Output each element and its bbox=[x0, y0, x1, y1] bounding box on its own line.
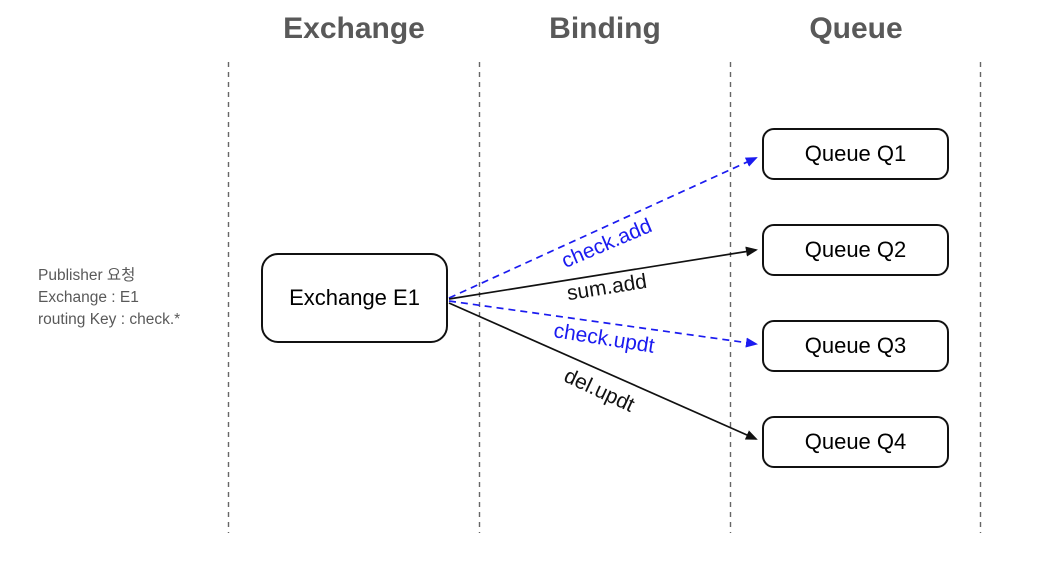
column-header-exchange: Exchange bbox=[283, 12, 425, 45]
exchange-node-label: Exchange E1 bbox=[289, 285, 420, 310]
queue-q1-label: Queue Q1 bbox=[804, 141, 907, 166]
queue-q4-label: Queue Q4 bbox=[804, 429, 907, 454]
queue-node-q1: Queue Q1 bbox=[762, 128, 949, 180]
publisher-note-line-2: Exchange : E1 bbox=[38, 289, 139, 306]
binding-label-check-updt: check.updt bbox=[552, 319, 657, 358]
exchange-node: Exchange E1 bbox=[261, 253, 448, 343]
column-header-binding: Binding bbox=[549, 12, 661, 45]
binding-label-del-updt: del.updt bbox=[560, 364, 638, 417]
binding-arrow-del-updt bbox=[448, 302, 758, 440]
queue-node-q3: Queue Q3 bbox=[762, 320, 949, 372]
queue-node-q2: Queue Q2 bbox=[762, 224, 949, 276]
publisher-note-line-1: Publisher 요청 bbox=[38, 267, 136, 284]
binding-label-sum-add: sum.add bbox=[565, 269, 649, 306]
publisher-note: Publisher 요청 Exchange : E1 routing Key :… bbox=[38, 265, 180, 331]
column-header-queue: Queue bbox=[809, 12, 903, 45]
publisher-note-line-3: routing Key : check.* bbox=[38, 311, 181, 328]
queue-q3-label: Queue Q3 bbox=[804, 333, 907, 358]
binding-label-check-add: check.add bbox=[558, 214, 656, 273]
queue-node-q4: Queue Q4 bbox=[762, 416, 949, 468]
queue-q2-label: Queue Q2 bbox=[804, 237, 907, 262]
